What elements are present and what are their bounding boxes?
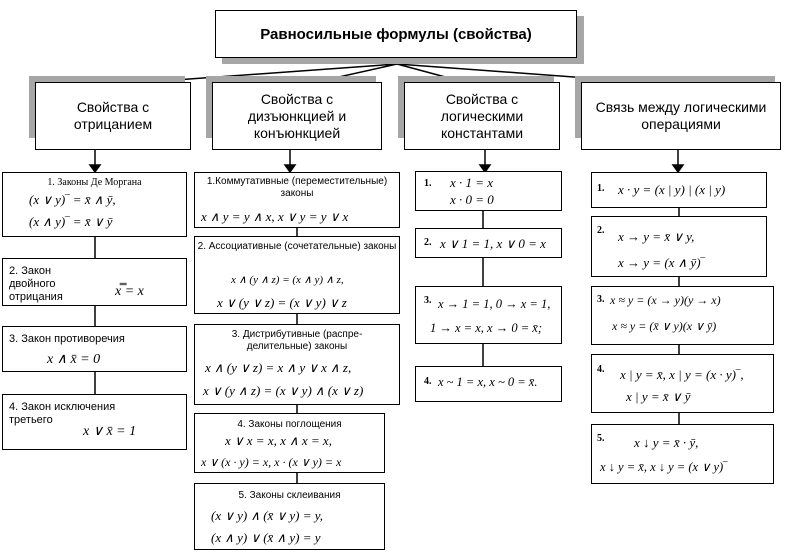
item-number: 4. bbox=[597, 364, 605, 375]
formula: 1 → x = x, x → 0 = x̄; bbox=[430, 321, 542, 335]
item-number: 3. bbox=[597, 294, 605, 305]
formula: x ∧ y = y ∧ x, x ∨ y = y ∨ x bbox=[201, 209, 349, 224]
constants-item-4: 4. x ~ 1 = x, x ~ 0 = x̄. bbox=[415, 366, 562, 402]
item-number: 1. bbox=[597, 183, 605, 194]
item-label: 2. Закон двойного отрицания bbox=[9, 265, 63, 303]
item-label: 1.Коммутативные (переместительные) закон… bbox=[206, 176, 388, 199]
page-title: Равносильные формулы (свойства) bbox=[215, 10, 577, 58]
commutative-laws: 1.Коммутативные (переместительные) закон… bbox=[194, 172, 400, 228]
item-number: 4. bbox=[424, 376, 432, 387]
formula: x̿ = x bbox=[115, 284, 144, 299]
header-disjunction-conjunction: Свойства с дизъюнкцией и конъюнкцией bbox=[212, 82, 382, 150]
item-label: 1. Законы Де Моргана bbox=[47, 177, 142, 188]
item-label: 3. Дистрибутивные (распре-делительные) з… bbox=[231, 329, 363, 352]
formula: (x ∧ y)‾ = x̄ ∨ ȳ bbox=[29, 214, 113, 229]
formula: x ∧ x̄ = 0 bbox=[47, 352, 101, 367]
constants-item-2: 2. x ∨ 1 = 1, x ∨ 0 = x bbox=[415, 228, 562, 258]
item-label: 3. Закон противоречия bbox=[9, 333, 125, 345]
formula: x ∧ (y ∧ z) = (x ∧ y) ∧ z, bbox=[231, 274, 344, 286]
formula: x ∨ x̄ = 1 bbox=[83, 424, 137, 439]
item-label: 5. Законы склеивания bbox=[238, 490, 341, 501]
item-number: 2. bbox=[424, 237, 432, 248]
relation-item-5: 5. x ↓ y = x̄ · ȳ, x ↓ y = x̄, x ↓ y = (… bbox=[591, 424, 774, 484]
formula: x ∨ 1 = 1, x ∨ 0 = x bbox=[440, 236, 546, 251]
contradiction-law: 3. Закон противоречия x ∧ x̄ = 0 bbox=[2, 326, 187, 372]
formula: x ≈ y = (x → y)(y → x) bbox=[610, 293, 721, 307]
item-number: 5. bbox=[597, 433, 605, 444]
formula: x ∨ (y ∨ z) = (x ∨ y) ∨ z bbox=[217, 295, 347, 310]
item-label: 4. Закон исключения третьего bbox=[9, 401, 116, 426]
de-morgan-laws: 1. Законы Де Моргана (x ∨ y)‾ = x̄ ∧ ȳ, … bbox=[2, 172, 187, 237]
formula: (x ∨ y)‾ = x̄ ∧ ȳ, bbox=[29, 192, 116, 207]
header-constants: Свойства с логическими константами bbox=[404, 82, 560, 150]
formula: (x ∧ y) ∨ (x̄ ∧ y) = y bbox=[211, 530, 321, 545]
item-label: 4. Законы поглощения bbox=[237, 419, 342, 430]
formula: x ∨ (y ∧ z) = (x ∨ y) ∧ (x ∨ z) bbox=[203, 383, 364, 398]
formula: x ∧ (y ∨ z) = x ∧ y ∨ x ∧ z, bbox=[205, 360, 352, 375]
formula: x ∨ (x · y) = x, x · (x ∨ y) = x bbox=[201, 455, 342, 469]
excluded-middle-law: 4. Закон исключения третьего x ∨ x̄ = 1 bbox=[2, 394, 187, 450]
double-negation-law: 2. Закон двойного отрицания x̿ = x bbox=[2, 258, 187, 306]
absorption-laws: 4. Законы поглощения x ∨ x = x, x ∧ x = … bbox=[194, 413, 385, 473]
formula: x → y = (x ∧ ȳ)‾ bbox=[618, 255, 705, 270]
formula: x · 1 = x bbox=[450, 175, 494, 190]
formula: x · 0 = 0 bbox=[450, 192, 494, 207]
gluing-laws: 5. Законы склеивания (x ∨ y) ∧ (x̄ ∨ y) … bbox=[194, 483, 385, 550]
formula: x ~ 1 = x, x ~ 0 = x̄. bbox=[438, 375, 538, 389]
formula: x ∨ x = x, x ∧ x = x, bbox=[225, 433, 332, 448]
item-number: 2. bbox=[597, 225, 605, 236]
relation-item-1: 1. x · y = (x | y) | (x | y) bbox=[591, 172, 767, 208]
item-label: 2. Ассоциативные (сочетательные) законы bbox=[197, 241, 397, 252]
formula: x | y = x̄ ∨ ȳ bbox=[626, 389, 691, 404]
header-operations-relation: Связь между логическими операциями bbox=[581, 82, 781, 150]
item-number: 1. bbox=[424, 178, 432, 189]
item-number: 3. bbox=[424, 295, 432, 306]
formula: x ↓ y = x̄, x ↓ y = (x ∨ y)‾ bbox=[600, 460, 728, 474]
formula: x → y = x̄ ∨ y, bbox=[618, 229, 695, 244]
formula: x · y = (x | y) | (x | y) bbox=[618, 182, 726, 197]
formula: (x ∨ y) ∧ (x̄ ∨ y) = y, bbox=[211, 508, 324, 523]
constants-item-1: 1. x · 1 = x x · 0 = 0 bbox=[415, 171, 562, 211]
formula: x ↓ y = x̄ · ȳ, bbox=[634, 435, 699, 450]
formula: x → 1 = 1, 0 → x = 1, bbox=[438, 297, 551, 311]
formula: x ≈ y = (x̄ ∨ y)(x ∨ ȳ) bbox=[612, 319, 717, 333]
relation-item-3: 3. x ≈ y = (x → y)(y → x) x ≈ y = (x̄ ∨ … bbox=[591, 286, 774, 345]
relation-item-4: 4. x | y = x̄, x | y = (x · y)‾, x | y =… bbox=[591, 354, 774, 413]
constants-item-3: 3. x → 1 = 1, 0 → x = 1, 1 → x = x, x → … bbox=[415, 286, 562, 344]
formula: x | y = x̄, x | y = (x · y)‾, bbox=[620, 367, 744, 382]
header-negation: Свойства с отрицанием bbox=[35, 82, 191, 150]
relation-item-2: 2. x → y = x̄ ∨ y, x → y = (x ∧ ȳ)‾ bbox=[591, 216, 767, 277]
associative-laws: 2. Ассоциативные (сочетательные) законы … bbox=[194, 236, 400, 314]
distributive-laws: 3. Дистрибутивные (распре-делительные) з… bbox=[194, 324, 400, 405]
